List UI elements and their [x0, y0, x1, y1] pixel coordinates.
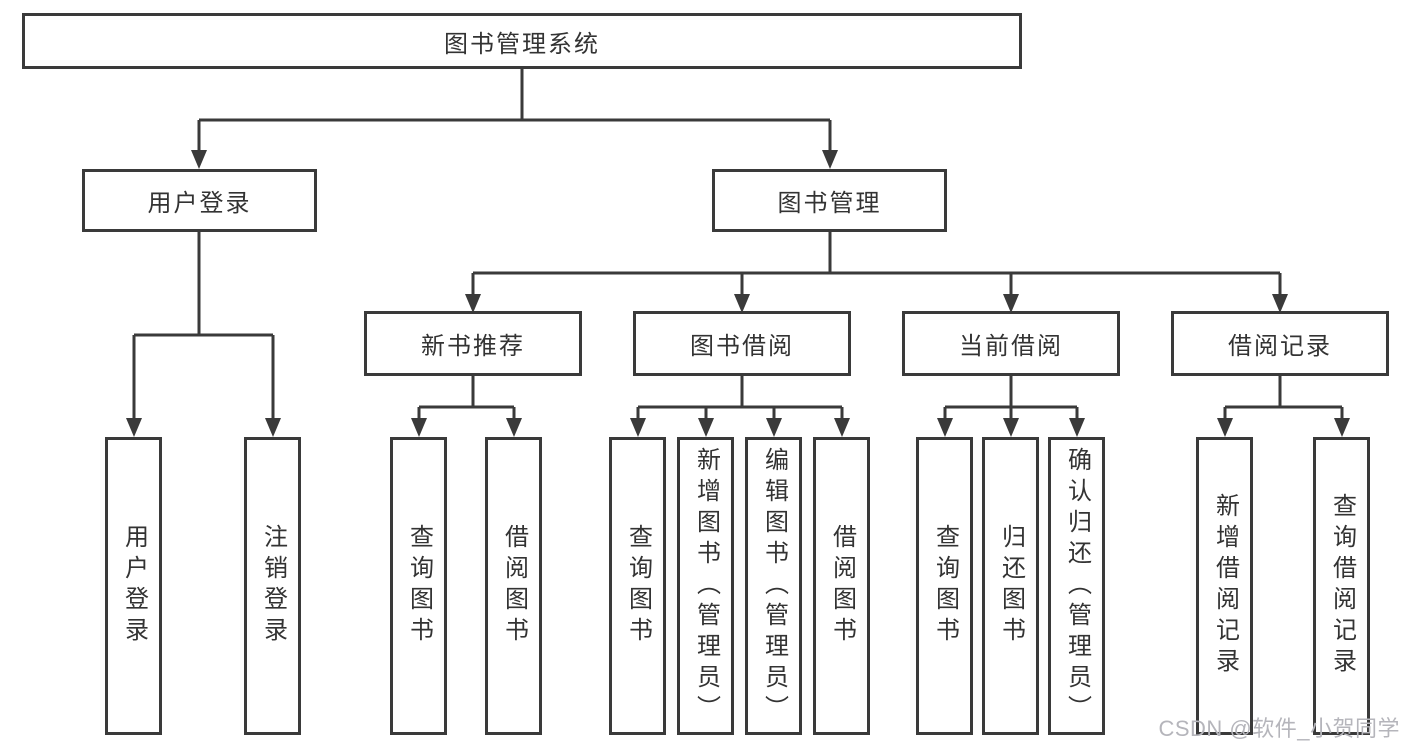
leaf-recommend-borrow-books-label: 借阅图书 — [500, 524, 528, 648]
leaf-borrow-borrow-books-label: 借阅图书 — [828, 524, 856, 648]
edge-login-to-leaves — [132, 232, 275, 420]
node-borrow-records-label: 借阅记录 — [1228, 333, 1332, 360]
edge-records-to-leaves — [1223, 376, 1344, 420]
arrowhead-leaf-user-login — [126, 418, 142, 437]
arrowhead-current-confirm — [1069, 418, 1085, 437]
leaf-borrow-add-books-admin-label: 新增图书（管理员） — [692, 446, 720, 726]
leaf-user-login: 用户登录 — [105, 437, 162, 735]
node-borrow-records: 借阅记录 — [1171, 311, 1389, 376]
leaf-logout: 注销登录 — [244, 437, 301, 735]
arrowhead-borrow-records — [1272, 294, 1288, 313]
arrowhead-leaf-logout — [265, 418, 281, 437]
leaf-current-query-books: 查询图书 — [916, 437, 973, 735]
arrowhead-current-query — [937, 418, 953, 437]
leaf-recommend-borrow-books: 借阅图书 — [485, 437, 542, 735]
node-book-management: 图书管理 — [712, 169, 947, 232]
arrowhead-records-add — [1217, 418, 1233, 437]
leaf-borrow-edit-books-admin-label: 编辑图书（管理员） — [760, 446, 788, 726]
node-root-system: 图书管理系统 — [22, 13, 1022, 69]
arrowhead-records-query — [1334, 418, 1350, 437]
leaf-records-add-record: 新增借阅记录 — [1196, 437, 1253, 735]
node-book-borrow-label: 图书借阅 — [690, 333, 794, 360]
arrowhead-new-book-recommend — [465, 294, 481, 313]
node-new-book-recommend: 新书推荐 — [364, 311, 582, 376]
node-new-book-recommend-label: 新书推荐 — [421, 333, 525, 360]
node-book-management-label: 图书管理 — [777, 190, 882, 217]
leaf-current-query-books-label: 查询图书 — [931, 524, 959, 648]
arrowhead-recommend-borrow — [506, 418, 522, 437]
leaf-borrow-add-books-admin: 新增图书（管理员） — [677, 437, 734, 735]
edge-borrow-to-leaves — [636, 376, 844, 420]
leaf-current-return-books: 归还图书 — [982, 437, 1039, 735]
leaf-records-query-record: 查询借阅记录 — [1313, 437, 1370, 735]
leaf-user-login-label: 用户登录 — [120, 524, 148, 648]
edge-current-to-leaves — [943, 376, 1079, 420]
arrowhead-current-borrow — [1003, 294, 1019, 313]
arrowhead-book-borrow — [734, 294, 750, 313]
node-root-system-label: 图书管理系统 — [444, 30, 600, 58]
leaf-logout-label: 注销登录 — [259, 524, 287, 648]
leaf-current-return-books-label: 归还图书 — [997, 524, 1025, 648]
leaf-borrow-query-books-label: 查询图书 — [624, 524, 652, 648]
leaf-records-query-record-label: 查询借阅记录 — [1328, 493, 1356, 679]
leaf-records-add-record-label: 新增借阅记录 — [1211, 493, 1239, 679]
edge-root-to-level2 — [197, 69, 832, 152]
arrowhead-user-login — [191, 150, 207, 169]
node-book-borrow: 图书借阅 — [633, 311, 851, 376]
arrowhead-book-management — [822, 150, 838, 169]
leaf-recommend-query-books-label: 查询图书 — [405, 524, 433, 648]
arrowhead-borrow-edit — [766, 418, 782, 437]
arrowhead-borrow-add — [698, 418, 714, 437]
csdn-watermark: CSDN @软件_小贺同学 — [1158, 716, 1400, 741]
node-current-borrow: 当前借阅 — [902, 311, 1120, 376]
node-user-login-label: 用户登录 — [147, 190, 252, 217]
arrowhead-recommend-query — [411, 418, 427, 437]
leaf-borrow-edit-books-admin: 编辑图书（管理员） — [745, 437, 802, 735]
leaf-current-confirm-return-admin: 确认归还（管理员） — [1048, 437, 1105, 735]
edge-management-to-level3 — [471, 232, 1282, 296]
arrowhead-borrow-query — [630, 418, 646, 437]
edge-recommend-to-leaves — [417, 376, 516, 420]
arrowhead-current-return — [1003, 418, 1019, 437]
leaf-recommend-query-books: 查询图书 — [390, 437, 447, 735]
node-user-login: 用户登录 — [82, 169, 317, 232]
leaf-borrow-borrow-books: 借阅图书 — [813, 437, 870, 735]
leaf-current-confirm-return-admin-label: 确认归还（管理员） — [1063, 446, 1091, 726]
arrowhead-borrow-borrow — [834, 418, 850, 437]
node-current-borrow-label: 当前借阅 — [959, 333, 1063, 360]
leaf-borrow-query-books: 查询图书 — [609, 437, 666, 735]
